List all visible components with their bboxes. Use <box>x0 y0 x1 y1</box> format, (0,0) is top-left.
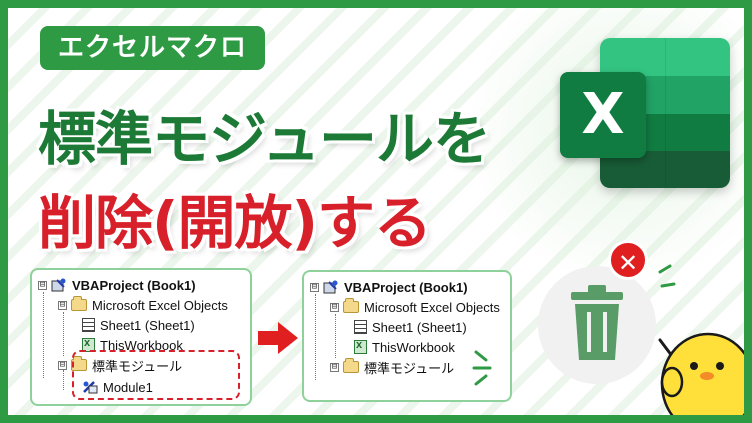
chick-mascot-icon <box>658 332 744 415</box>
tree-item-std-modules[interactable]: ⊟ 標準モジュール <box>330 358 454 376</box>
collapse-toggle[interactable]: ⊟ <box>330 361 339 372</box>
emphasis-marks-icon <box>472 350 492 386</box>
tree-label-module1: Module1 <box>103 379 153 395</box>
tree-label-workbook: ThisWorkbook <box>100 337 183 353</box>
thumbnail-frame: エクセルマクロ 標準モジュールを 削除(開放)する X ⊟ VBAProject… <box>8 8 744 415</box>
vba-project-icon <box>51 278 67 292</box>
excel-logo-icon: X <box>560 38 730 188</box>
tree-label-excel-objects: Microsoft Excel Objects <box>364 299 500 315</box>
tree-item-sheet1[interactable]: Sheet1 (Sheet1) <box>82 316 195 334</box>
tree-label-sheet1: Sheet1 (Sheet1) <box>372 319 467 335</box>
folder-icon <box>71 296 87 311</box>
tree-item-sheet1[interactable]: Sheet1 (Sheet1) <box>354 318 467 336</box>
vba-project-icon <box>323 280 339 294</box>
tree-label-workbook: ThisWorkbook <box>372 339 455 355</box>
close-icon: ✕ <box>608 240 648 280</box>
tree-label-project: VBAProject (Book1) <box>344 279 468 295</box>
tree-item-project[interactable]: ⊟ VBAProject (Book1) <box>310 278 468 296</box>
collapse-toggle[interactable]: ⊟ <box>38 279 47 290</box>
collapse-toggle[interactable]: ⊟ <box>330 301 339 312</box>
tree-label-std-modules: 標準モジュール <box>364 360 455 376</box>
tree-item-excel-objects[interactable]: ⊟ Microsoft Excel Objects <box>330 298 500 316</box>
worksheet-icon <box>354 320 367 334</box>
collapse-toggle[interactable]: ⊟ <box>58 299 67 310</box>
trash-icon <box>538 266 656 384</box>
category-badge: エクセルマクロ <box>40 26 266 70</box>
highlight-dashed-box <box>72 350 240 400</box>
emphasis-marks-icon <box>658 264 676 288</box>
tree-label-excel-objects: Microsoft Excel Objects <box>92 297 228 313</box>
worksheet-icon <box>82 318 95 332</box>
module-icon <box>82 380 98 394</box>
tree-item-module1[interactable]: Module1 <box>82 378 153 396</box>
folder-icon <box>343 298 359 313</box>
tree-item-workbook[interactable]: ThisWorkbook <box>354 338 455 356</box>
folder-icon <box>343 358 359 373</box>
tree-label-std-modules: 標準モジュール <box>92 358 183 374</box>
workbook-icon <box>354 339 367 354</box>
tree-item-project[interactable]: ⊟ VBAProject (Book1) <box>38 276 196 294</box>
tree-item-std-modules[interactable]: ⊟ 標準モジュール <box>58 356 182 374</box>
excel-letter: X <box>560 72 646 158</box>
tree-label-project: VBAProject (Book1) <box>72 277 196 293</box>
after-tree-panel: ⊟ VBAProject (Book1) ⊟ Microsoft Excel O… <box>302 270 512 402</box>
before-tree-panel: ⊟ VBAProject (Book1) ⊟ Microsoft Excel O… <box>30 268 252 406</box>
tree-item-excel-objects[interactable]: ⊟ Microsoft Excel Objects <box>58 296 228 314</box>
collapse-toggle[interactable]: ⊟ <box>58 359 67 370</box>
collapse-toggle[interactable]: ⊟ <box>310 281 319 292</box>
headline-line-1: 標準モジュールを <box>38 105 491 173</box>
tree-label-sheet1: Sheet1 (Sheet1) <box>100 317 195 333</box>
headline-line-2: 削除(開放)する <box>38 189 432 257</box>
arrow-right-icon <box>258 322 298 354</box>
